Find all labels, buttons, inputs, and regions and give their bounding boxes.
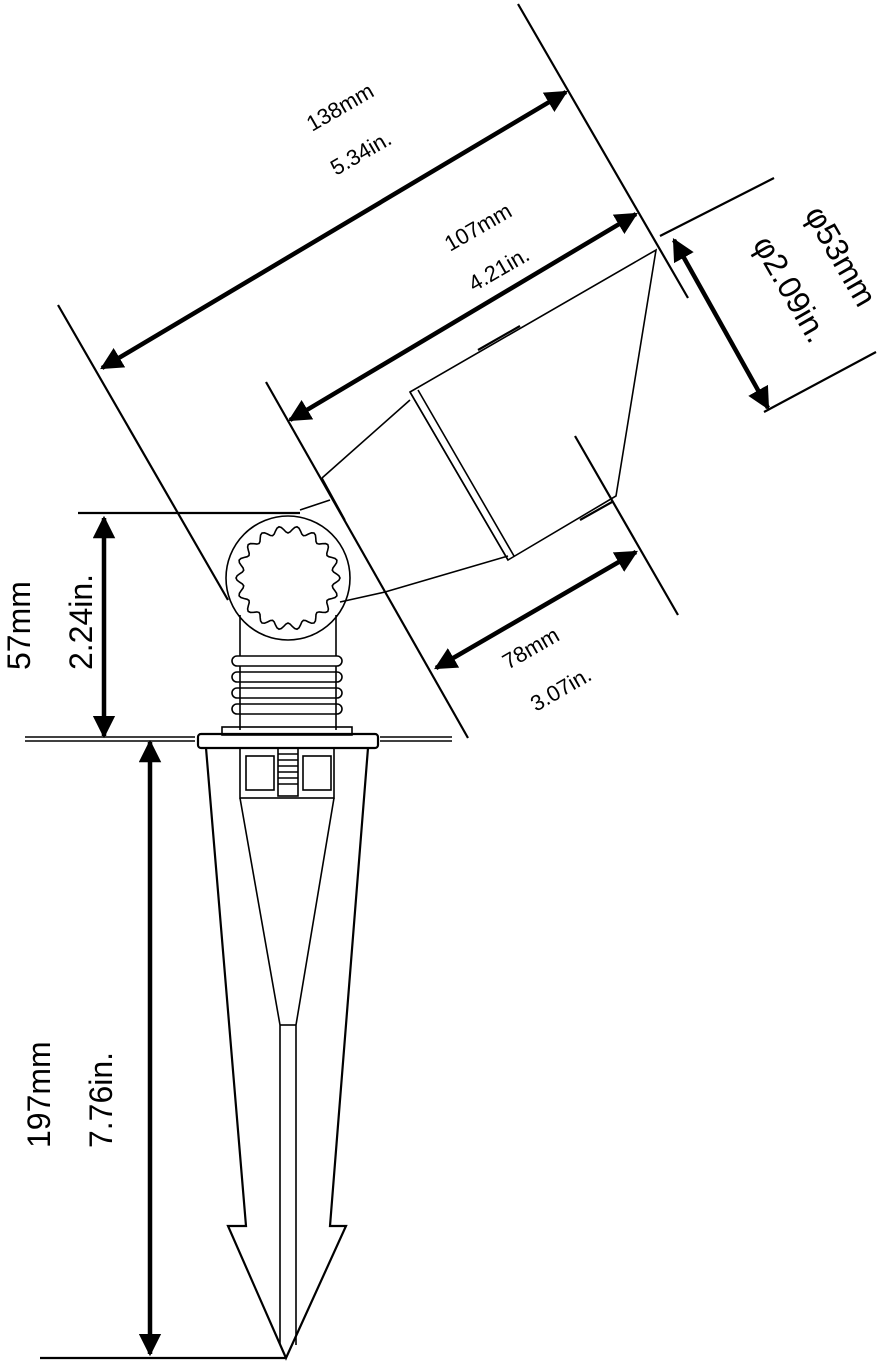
dimension-labels: 138mm 5.34in. 107mm 4.21in. 78mm 3.07in.…: [1, 78, 878, 1148]
neck-bottom: [384, 555, 509, 593]
dim-arrow-107: [288, 212, 638, 422]
extension-lines: [40, 3, 877, 1360]
label-2-24in: 2.24in.: [63, 574, 99, 670]
label-138mm: 138mm: [302, 78, 378, 136]
stake-flange: [196, 732, 380, 750]
housing-edge: [477, 325, 521, 351]
housing-edge-2: [579, 501, 613, 521]
label-57mm: 57mm: [1, 581, 37, 670]
knuckle-joint: [225, 515, 351, 730]
label-107mm: 107mm: [440, 198, 516, 256]
knuckle-gear: [235, 525, 341, 631]
label-78mm: 78mm: [498, 622, 563, 674]
label-197mm: 197mm: [21, 1041, 57, 1148]
dim-arrow-78: [434, 550, 638, 670]
label-3-07in: 3.07in.: [526, 662, 596, 717]
neck-top: [321, 399, 411, 479]
lens-rim: [409, 391, 509, 561]
dim-arrow-53: [672, 238, 770, 410]
neck-join-2: [299, 499, 331, 511]
lens-rim-inner: [417, 389, 515, 557]
knuckle-outer: [225, 515, 351, 641]
dimension-arrows: [92, 90, 770, 1357]
neck-join-3: [339, 591, 386, 603]
label-4-21in: 4.21in.: [464, 242, 534, 297]
stake-spike-outline: [204, 747, 370, 1361]
threaded-collar: [231, 655, 343, 730]
ground-stake: [25, 726, 452, 1361]
label-5-34in: 5.34in.: [326, 126, 396, 181]
screw-thread: [278, 753, 298, 785]
label-7-76in: 7.76in.: [83, 1052, 119, 1148]
lamp-head: [299, 248, 658, 603]
